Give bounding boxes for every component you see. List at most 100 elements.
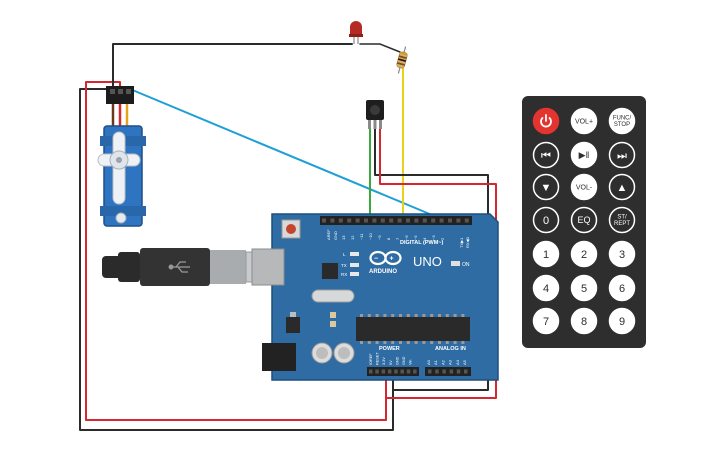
red-led[interactable]	[349, 21, 363, 44]
remote-key-0[interactable]: 0	[532, 206, 560, 234]
wires	[79, 43, 497, 431]
digital-pin-label: ~6	[404, 235, 409, 240]
arduino-uno[interactable]: DIGITAL (PWM~) AREF GND TX▶1 RX◀0 13 12 ~1…	[251, 213, 499, 381]
digital-pin-label: ~11	[359, 233, 364, 240]
remote-key-label: 9	[619, 316, 625, 328]
digital-pin-label: 12	[350, 235, 355, 240]
power-pin-label: 3.3V	[382, 357, 386, 365]
analog-header-label: ANALOG IN	[435, 346, 466, 352]
atmega-chip	[356, 317, 470, 341]
wire-led-gnd[interactable]	[112, 43, 353, 90]
remote-key-up[interactable]: ▲	[608, 173, 636, 201]
arduino-brand: ARDUINO	[369, 269, 397, 275]
servo-motor[interactable]	[97, 86, 146, 227]
remote-key-vol-up[interactable]: VOL+	[570, 107, 598, 135]
power-pin-label: Vin	[409, 360, 413, 365]
rx-label: RX◀0	[465, 236, 470, 248]
remote-key-label: 0	[543, 215, 549, 227]
wire-ir-gnd[interactable]	[374, 127, 489, 391]
analog-pin-label: A2	[440, 359, 445, 365]
remote-key-down[interactable]: ▼	[532, 173, 560, 201]
power-pin-label: GND	[402, 356, 406, 365]
remote-key-label: REPT	[614, 221, 630, 227]
digital-pin-label: ~3	[431, 235, 436, 240]
led-tx-label: TX	[341, 263, 347, 268]
remote-key-label: 6	[619, 283, 625, 295]
gnd-top-label: GND	[333, 231, 338, 240]
remote-key-label: ⏮	[541, 150, 551, 162]
remote-key-label: ▼	[541, 182, 552, 194]
remote-key-label: STOP	[614, 122, 630, 128]
remote-key-7[interactable]: 7	[532, 307, 560, 335]
remote-key-label: VOL-	[576, 185, 593, 192]
analog-pin-label: A3	[448, 359, 453, 365]
power-jack	[262, 343, 296, 371]
servo-connector	[106, 86, 134, 104]
svg-text:−: −	[374, 256, 378, 263]
wire-led-resistor[interactable]	[359, 43, 401, 53]
remote-key-4[interactable]: 4	[532, 274, 560, 302]
remote-key-label: 1	[543, 249, 549, 261]
on-label: ON	[462, 262, 470, 268]
power-pin-label: 5V	[389, 360, 393, 365]
remote-key-label: 7	[543, 316, 549, 328]
arduino-model: UNO	[413, 254, 442, 269]
digital-pin-label: 13	[341, 235, 346, 240]
remote-key-label: ▶‖	[579, 150, 590, 160]
analog-pin-label: A1	[433, 359, 438, 365]
remote-key-label: 8	[581, 316, 587, 328]
remote-key-play-pause[interactable]: ▶‖	[570, 141, 598, 169]
servo-horn	[97, 131, 141, 205]
power-header-label: POWER	[379, 346, 400, 352]
remote-key-9[interactable]: 9	[608, 307, 636, 335]
wire-servo-5v[interactable]	[85, 81, 387, 421]
ir-remote[interactable]: VOL+ FUNC/STOP ⏮ ▶‖ ⏭ ▼ VOL- ▲ 0 EQ ST/REPT 1 2 3 4 5 6 7…	[522, 96, 646, 348]
remote-key-8[interactable]: 8	[570, 307, 598, 335]
remote-key-5[interactable]: 5	[570, 274, 598, 302]
remote-key-next[interactable]: ⏭	[608, 141, 636, 169]
remote-key-vol-down[interactable]: VOL-	[570, 173, 598, 201]
remote-key-prev[interactable]: ⏮	[532, 141, 560, 169]
remote-key-st-rept[interactable]: ST/REPT	[608, 206, 636, 234]
ir-receiver[interactable]	[366, 100, 384, 129]
remote-key-label: VOL+	[575, 119, 593, 126]
remote-key-1[interactable]: 1	[532, 240, 560, 268]
power-pin-label: GND	[395, 356, 399, 365]
digital-pin-label: ~9	[377, 235, 382, 240]
led-rx-label: RX	[341, 272, 347, 277]
wire-ir-vcc[interactable]	[379, 127, 497, 399]
digital-pin-label: 8	[386, 237, 391, 240]
digital-header	[320, 216, 472, 225]
remote-key-2[interactable]: 2	[570, 240, 598, 268]
tx-label: TX▶1	[459, 237, 464, 248]
usb-icon	[168, 261, 190, 273]
led-l-label: L	[343, 252, 346, 257]
remote-key-label: FUNC/	[613, 116, 632, 122]
arduino-logo-icon	[369, 250, 402, 266]
power-pin-label: IOREF	[369, 353, 373, 365]
remote-key-label: ⏭	[617, 150, 627, 162]
remote-key-label: ▲	[617, 182, 628, 194]
digital-pin-label: 2	[440, 237, 445, 240]
remote-key-eq[interactable]: EQ	[570, 206, 598, 234]
aref-label: AREF	[326, 229, 331, 240]
power-pin-label: RESET	[376, 352, 380, 365]
remote-key-label: ST/	[617, 215, 627, 221]
remote-key-label: 2	[581, 249, 587, 261]
digital-pin-label: ~10	[368, 232, 373, 240]
remote-key-3[interactable]: 3	[608, 240, 636, 268]
digital-pin-label: 7	[395, 237, 400, 240]
resistor[interactable]	[395, 45, 410, 74]
remote-key-label: EQ	[577, 215, 590, 225]
wire-servo-signal[interactable]	[129, 88, 445, 221]
remote-key-power[interactable]	[532, 107, 560, 135]
remote-key-label: 4	[543, 283, 549, 295]
digital-header-label: DIGITAL (PWM~)	[400, 240, 444, 246]
digital-pin-label: ~5	[413, 235, 418, 240]
wire-servo-gnd[interactable]	[79, 88, 394, 431]
remote-key-6[interactable]: 6	[608, 274, 636, 302]
power-icon	[540, 114, 552, 128]
svg-text:+: +	[390, 256, 394, 263]
remote-key-func-stop[interactable]: FUNC/STOP	[608, 107, 636, 135]
